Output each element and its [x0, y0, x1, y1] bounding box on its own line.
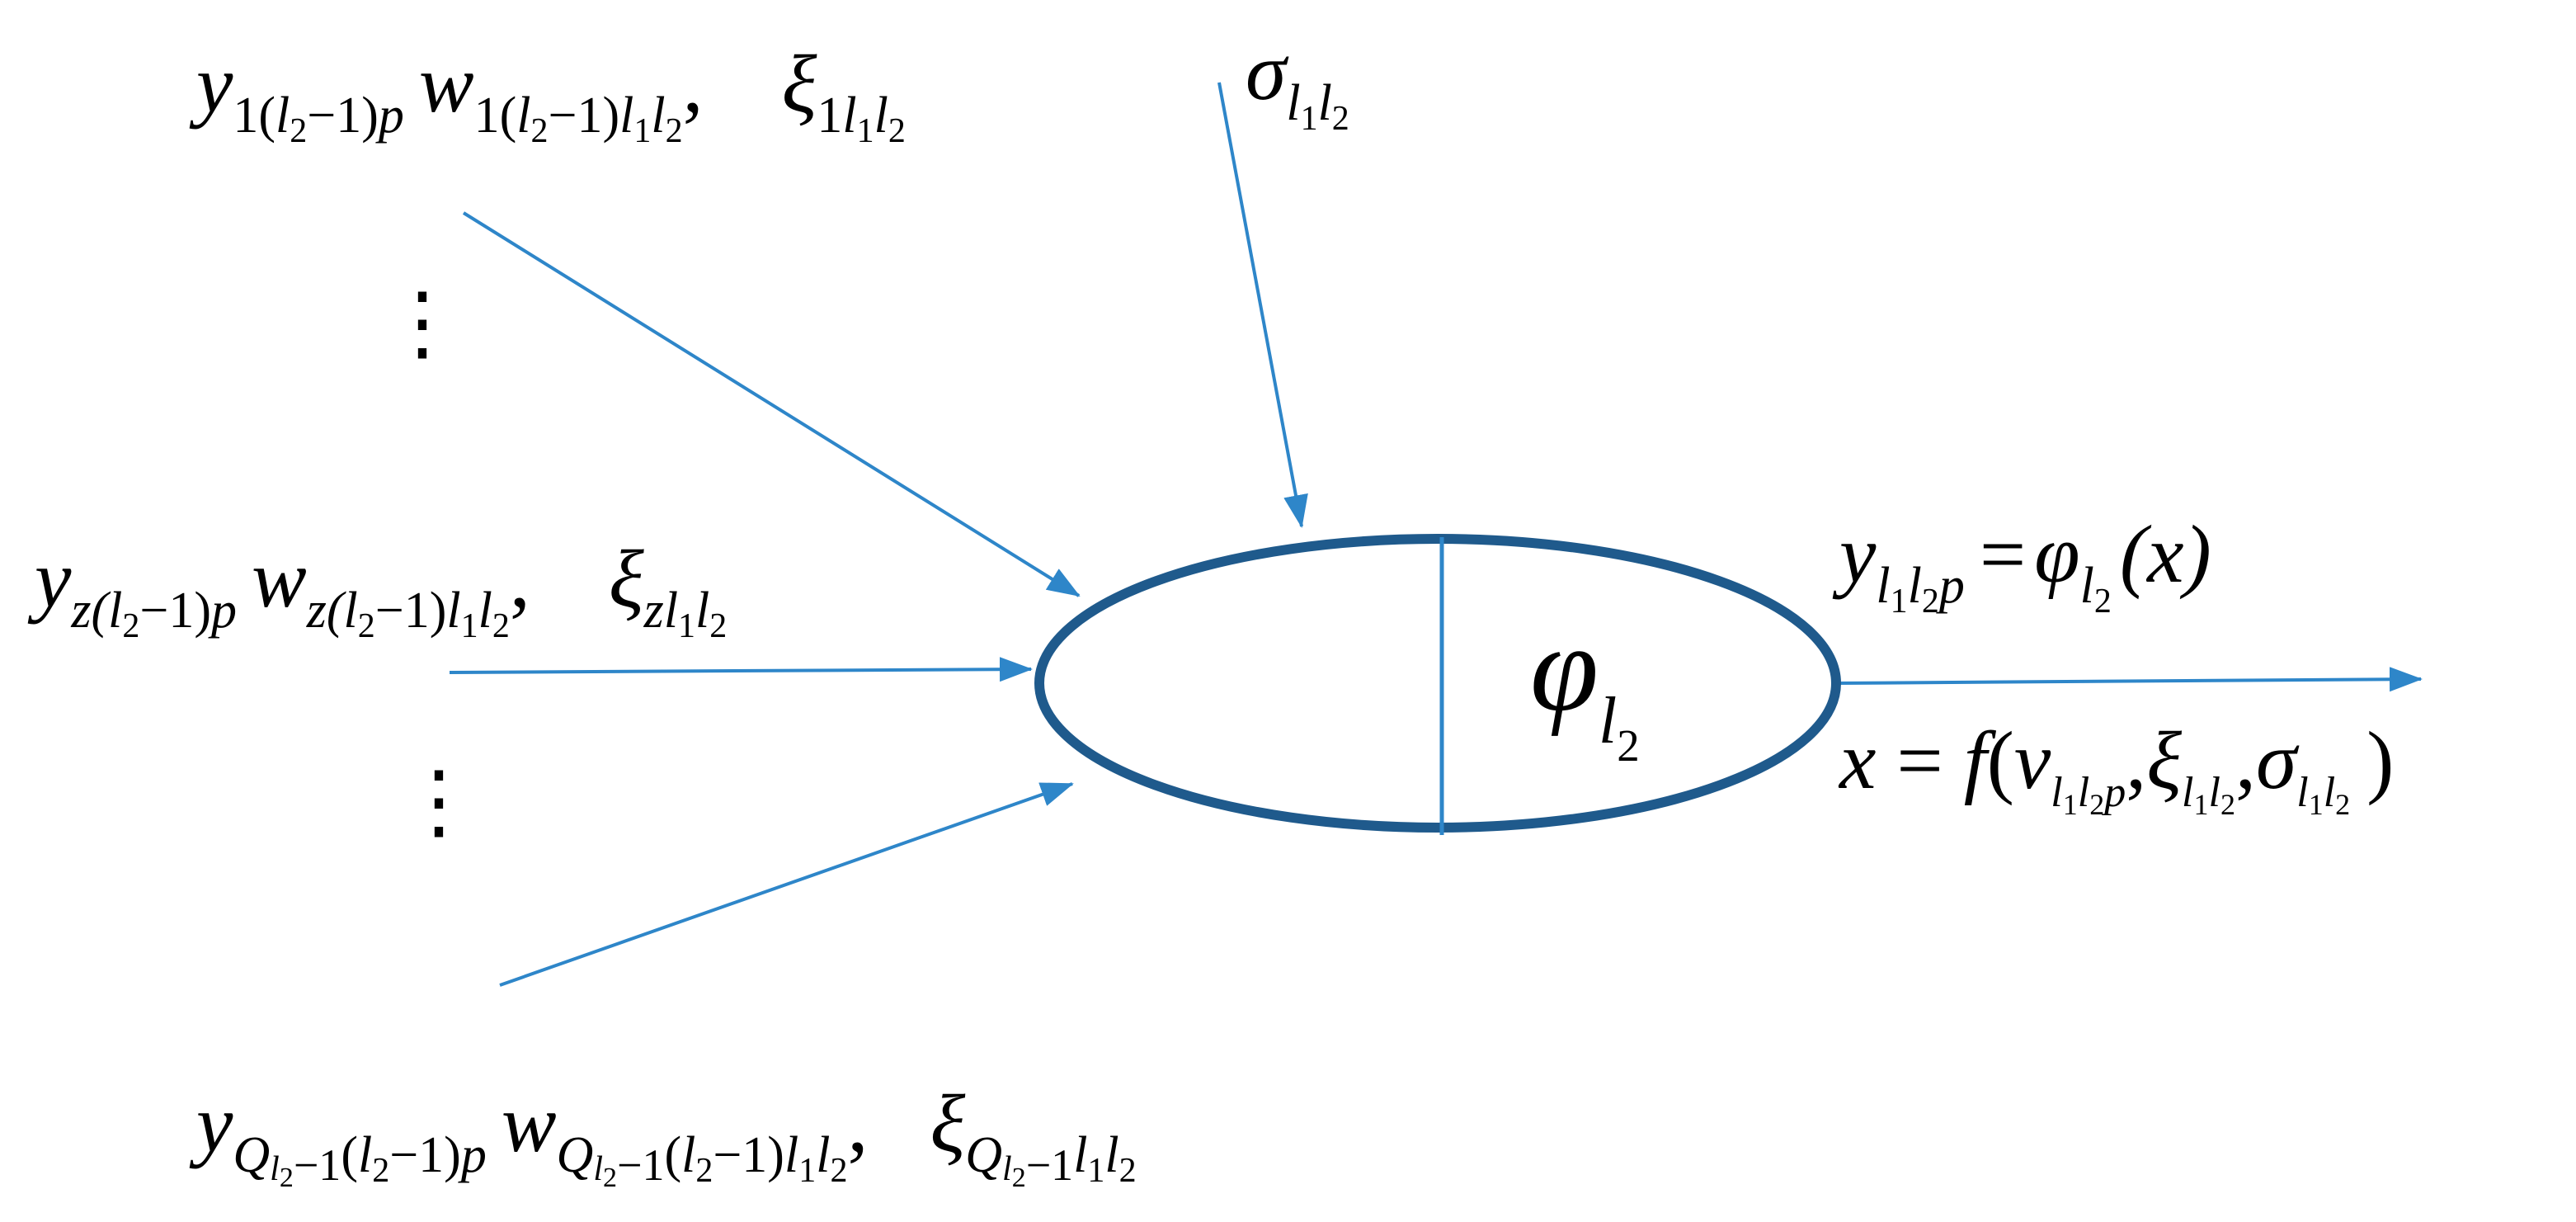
bias-label: σl1l2 — [1246, 26, 1349, 138]
output-arrow — [1836, 667, 2423, 692]
activation-equation: x=f(vl1l2p,ξl1l2,σl1l2) — [1838, 715, 2394, 821]
neuron-node: φl2 — [1034, 534, 1841, 835]
bias-arrow — [1217, 82, 1308, 528]
neuron-ellipse — [1034, 534, 1841, 833]
input-arrow-middle — [449, 657, 1033, 682]
input-arrow-last — [499, 782, 1074, 987]
input-arrows — [449, 82, 2423, 987]
output-equation: yl1l2p=φl2(x) — [1832, 508, 2211, 620]
neuron-activation-label: φl2 — [1530, 600, 1640, 771]
input-ellipsis-upper: ⋮ — [381, 277, 464, 369]
input-arrow-first — [462, 211, 1081, 597]
input-ellipsis-lower: ⋮ — [398, 756, 480, 847]
